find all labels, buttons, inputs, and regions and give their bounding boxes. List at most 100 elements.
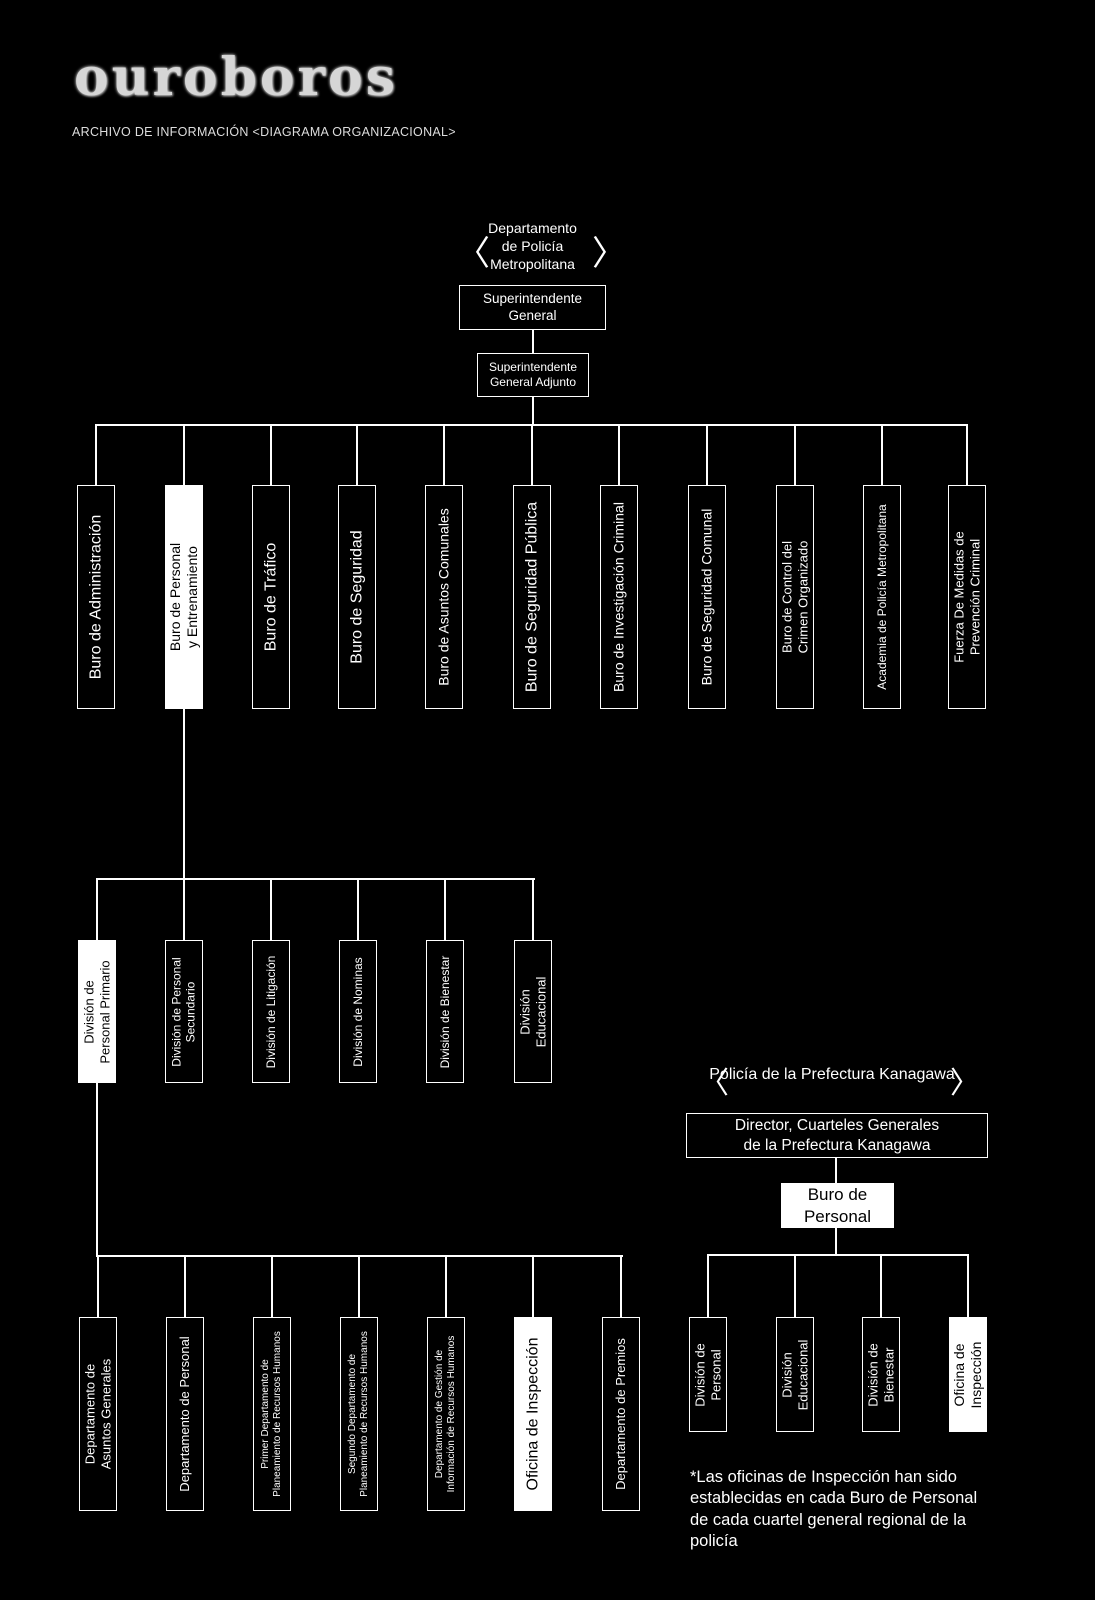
division-box-4: División de Nominas [339,940,377,1083]
connector-line [618,425,620,485]
bureau-box-10: Academia de Policía Metropolitana [863,485,901,709]
bureau-box-4: Buro de Seguridad [338,485,376,709]
bureau-box-11: Fuerza De Medidas de Prevención Criminal [948,485,986,709]
division-bus-line [96,878,535,880]
connector-line [97,1256,99,1317]
deputy-superintendent-box: Superintendente General Adjunto [477,353,589,397]
connector-line [445,1256,447,1317]
connector-line [183,425,185,485]
bureau-box-5: Buro de Asuntos Comunales [425,485,463,709]
kanagawa-personnel-bureau-box: Buro de Personal [781,1183,894,1228]
division-box-5: División de Bienestar [426,940,464,1083]
connector-line [444,879,446,940]
department-label: Departamento de Asuntos Generales [82,1358,113,1470]
bureau-label: Buro de Administración [87,514,105,680]
bureau-label: Buro de Asuntos Comunales [435,508,452,686]
division-label: División de Bienestar [437,955,452,1068]
division-label: División de Nominas [350,956,365,1067]
kanagawa-division-label: Oficina de Inspección [951,1341,984,1408]
connector-line [835,1228,837,1255]
department-label: Segundo Departamento de Planeamiento de … [347,1331,370,1497]
metro-org-name: Departamento de Policía Metropolitana [488,220,577,273]
bureau-label: Buro de Seguridad Comunal [698,508,715,686]
department-label: Departamento de Personal [177,1336,193,1492]
division-label: División de Personal Secundario [169,956,198,1067]
connector-line [270,879,272,940]
kanagawa-division-box-1: División de Personal [689,1317,727,1432]
connector-line [532,1256,534,1317]
division-box-6: División Educacional [514,940,552,1083]
bureau-label: Fuerza De Medidas de Prevención Criminal [951,531,982,663]
bureau-box-6: Buro de Seguridad Pública [513,485,551,709]
kanagawa-division-label: División de Personal [692,1342,723,1407]
connector-line [881,425,883,485]
bureau-box-7: Buro de Investigación Criminal [600,485,638,709]
bureau-label: Buro de Personal y Entrenamiento [167,542,200,652]
connector-line [531,425,533,485]
ouroboros-logo: ouroboros [74,47,398,108]
right-bracket: 〉 [950,1066,980,1101]
inspection-offices-note: *Las oficinas de Inspección han sido est… [690,1468,978,1551]
connector-line [271,1256,273,1317]
connector-line [96,1083,98,1256]
connector-line [95,425,97,485]
division-box-3: División de Litigación [252,940,290,1083]
connector-line [96,879,98,940]
connector-line [707,1255,709,1317]
kanagawa-division-label: División Educacional [779,1339,810,1410]
document-subtitle: ARCHIVO DE INFORMACIÓN <DIAGRAMA ORGANIZ… [72,125,456,139]
kanagawa-division-box-3: División de Bienestar [862,1317,900,1432]
bureau-box-8: Buro de Seguridad Comunal [688,485,726,709]
connector-line [532,397,534,425]
department-box-5: Departamento de Gestión de Información d… [427,1317,465,1511]
department-label: Departamento de Gestión de Información d… [434,1335,457,1493]
bureau-label: Buro de Control del Crimen Organizado [779,540,810,654]
bureau-box-2: Buro de Personal y Entrenamiento [165,485,203,709]
bureau-label: Buro de Seguridad Pública [523,501,541,693]
connector-line [967,1255,969,1317]
connector-line [183,879,185,940]
department-box-7: Departamento de Premios [602,1317,640,1511]
connector-line [880,1255,882,1317]
connector-line [794,1255,796,1317]
connector-line [356,425,358,485]
bureau-label: Buro de Seguridad [348,530,366,664]
connector-line [358,1256,360,1317]
connector-line [270,425,272,485]
superintendent-general-box: Superintendente General [459,285,606,330]
left-bracket: 〈 [699,1066,729,1101]
department-label: Departamento de Premios [613,1338,629,1490]
bureau-label: Buro de Tráfico [262,542,280,652]
connector-line [183,708,185,879]
connector-line [794,425,796,485]
right-bracket: 〉 [592,234,626,274]
department-box-6: Oficina de Inspección [514,1317,552,1511]
connector-line [835,1158,837,1183]
division-box-2: División de Personal Secundario [165,940,203,1083]
connector-line [706,425,708,485]
department-label: Oficina de Inspección [524,1337,542,1491]
division-box-1: División de Personal Primario [78,940,116,1083]
department-label: Primer Departamento de Planeamiento de R… [260,1331,283,1497]
kanagawa-division-label: División de Bienestar [865,1342,896,1407]
kanagawa-division-box-2: División Educacional [776,1317,814,1432]
bureau-box-3: Buro de Tráfico [252,485,290,709]
division-label: División de Litigación [263,955,278,1068]
bureau-label: Academia de Policía Metropolitana [874,504,889,690]
connector-line [620,1256,622,1317]
kanagawa-bus-line [707,1254,969,1256]
connector-line [357,879,359,940]
kanagawa-director-box: Director, Cuarteles Generales de la Pref… [686,1113,988,1158]
connector-line [184,1256,186,1317]
left-bracket: 〈 [456,234,490,274]
department-box-1: Departamento de Asuntos Generales [79,1317,117,1511]
connector-line [443,425,445,485]
division-label: División de Personal Primario [81,959,112,1064]
bureau-label: Buro de Investigación Criminal [610,502,627,692]
kanagawa-division-box-4: Oficina de Inspección [949,1317,987,1432]
department-box-2: Departamento de Personal [166,1317,204,1511]
kanagawa-org-name: Policía de la Prefectura Kanagawa [709,1066,955,1083]
department-box-3: Primer Departamento de Planeamiento de R… [253,1317,291,1511]
bureau-box-1: Buro de Administración [77,485,115,709]
connector-line [532,330,534,353]
